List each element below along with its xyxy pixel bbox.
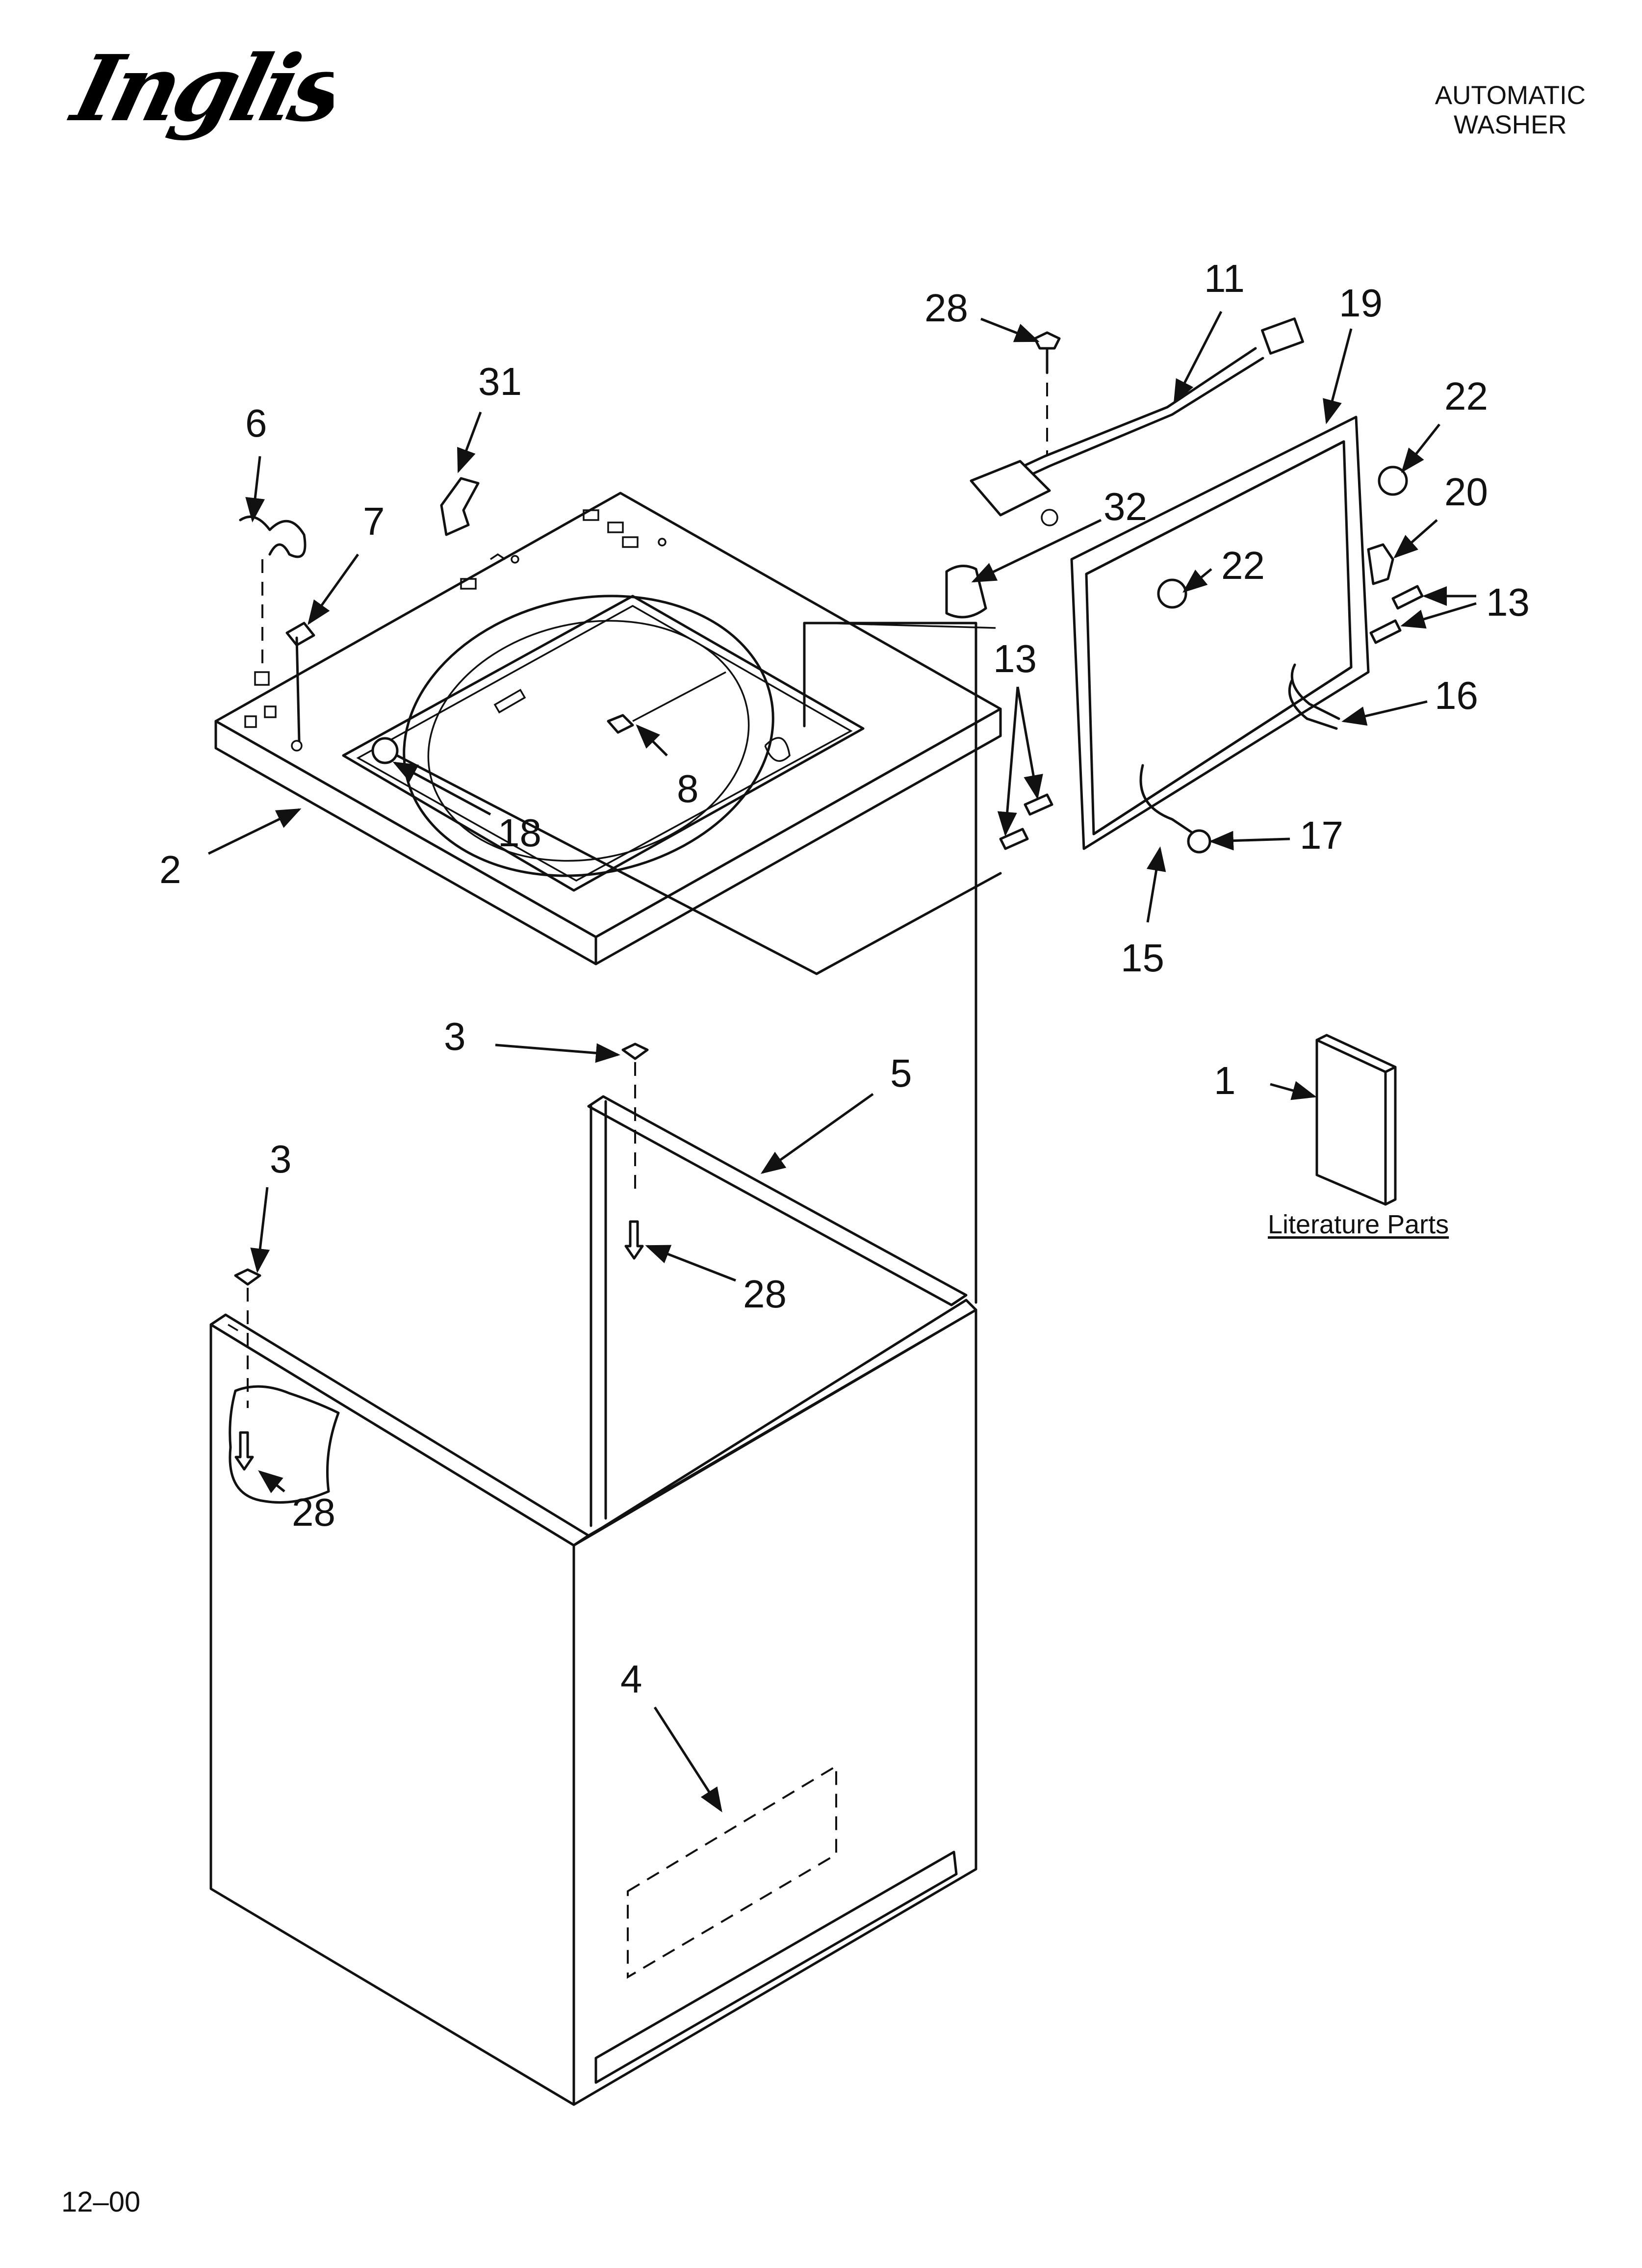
part-22-button-a: [1378, 466, 1408, 496]
callout-17: 17: [1300, 813, 1343, 857]
callout-13-left: 13: [993, 637, 1037, 680]
callout-4: 4: [620, 1657, 642, 1701]
callout-7: 7: [363, 499, 385, 543]
title-line-2: WASHER: [1454, 110, 1567, 139]
part-7-clip: [285, 622, 315, 752]
literature-parts-label: Literature Parts: [1268, 1210, 1449, 1239]
callout-13-right: 13: [1486, 580, 1530, 624]
date-code: 12–00: [61, 2186, 141, 2218]
part-3-clip-left: [234, 1268, 261, 1408]
callout-32: 32: [1103, 485, 1147, 528]
page-title: AUTOMATIC WASHER: [1435, 81, 1586, 140]
callout-1: 1: [1214, 1059, 1236, 1102]
part-13-screws-right: [1369, 585, 1424, 644]
console-frame: [1070, 416, 1370, 850]
part-22-button-b: [1157, 578, 1187, 609]
callout-28-mid: 28: [743, 1272, 787, 1316]
callout-31: 31: [478, 360, 522, 403]
callout-labels: 6 31 7 2 18 8 28 11 19 22 20 32 22 13 13…: [159, 257, 1530, 1701]
callout-3-right: 3: [444, 1015, 466, 1058]
part-28-screw-low: [234, 1431, 254, 1471]
callout-16: 16: [1435, 674, 1478, 717]
part-18-bumper: [371, 737, 399, 764]
inglis-logo: Inglis: [61, 42, 334, 142]
svg-text:Inglis: Inglis: [61, 42, 334, 142]
callout-22-a: 22: [1444, 374, 1488, 418]
callout-5: 5: [890, 1051, 912, 1095]
part-32-knob: [945, 565, 987, 619]
part-8-screw: [607, 671, 726, 734]
callout-6: 6: [245, 401, 267, 445]
part-3-clip-right: [621, 1043, 649, 1197]
callout-28-low: 28: [292, 1490, 335, 1534]
callout-11: 11: [1204, 257, 1245, 300]
callout-2: 2: [159, 848, 181, 891]
callout-3-left: 3: [270, 1137, 292, 1181]
part-6-clip: [239, 515, 307, 686]
top-panel-assembly: [214, 492, 1002, 975]
callout-20: 20: [1444, 470, 1488, 514]
part-17-plug: [1187, 829, 1211, 854]
leader-arrows: [207, 311, 1477, 1813]
callout-15: 15: [1121, 936, 1164, 980]
part-28-screw-mid: [624, 1220, 644, 1260]
lid-switch-harness: [970, 317, 1304, 526]
title-line-1: AUTOMATIC: [1435, 81, 1586, 110]
part-28-screw-top: [1033, 331, 1061, 456]
callout-22-b: 22: [1221, 544, 1265, 587]
literature-parts-book: [1315, 1034, 1397, 1206]
part-31-bracket: [440, 477, 480, 536]
callout-19: 19: [1339, 281, 1383, 325]
callout-28-top: 28: [924, 286, 968, 330]
callout-18: 18: [498, 811, 541, 855]
cabinet: [209, 1095, 977, 2106]
callout-8: 8: [677, 767, 699, 810]
part-20-light: [1367, 543, 1394, 585]
